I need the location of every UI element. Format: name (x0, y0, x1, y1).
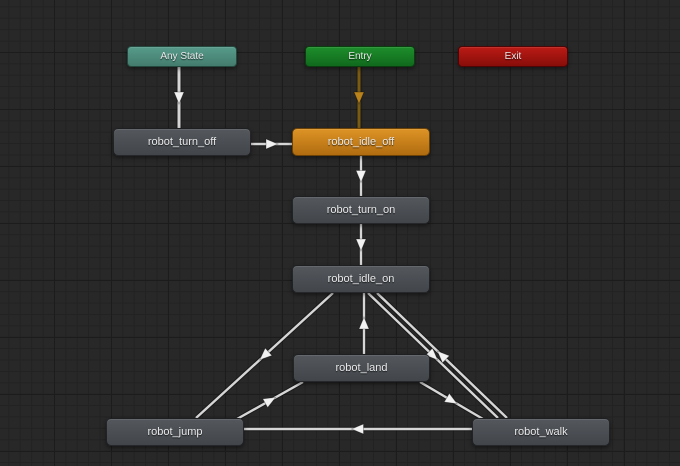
transition-arrowhead-icon (424, 347, 439, 361)
transition-robot_land-to-robot_idle_on[interactable] (358, 293, 370, 354)
transition-robot_land-to-robot_walk[interactable] (418, 380, 485, 421)
state-node-label: robot_land (335, 362, 388, 374)
transition-arrowhead-icon (355, 170, 367, 184)
state-node-label: robot_turn_on (326, 204, 396, 216)
transition-robot_turn_on-to-robot_idle_on[interactable] (355, 224, 367, 265)
transition-arrowhead-icon (173, 91, 185, 106)
transition-any_state-to-robot_turn_off[interactable] (173, 67, 185, 128)
state-node-label: robot_idle_on (327, 273, 395, 285)
transition-arrowhead-icon (258, 347, 273, 361)
state-node-entry[interactable]: Entry (305, 46, 415, 67)
transition-robot_idle_on-to-robot_jump[interactable] (194, 291, 335, 420)
state-node-robot_turn_on[interactable]: robot_turn_on (292, 196, 430, 224)
state-node-any_state[interactable]: Any State (127, 46, 237, 67)
state-node-label: robot_walk (514, 426, 568, 438)
transition-robot_walk-to-robot_jump[interactable] (244, 423, 472, 435)
transition-robot_idle_on-to-robot_walk[interactable] (366, 291, 500, 420)
state-node-label: robot_turn_off (147, 136, 217, 148)
state-node-label: Exit (504, 51, 522, 62)
transition-arrowhead-icon (358, 315, 370, 330)
state-node-label: robot_jump (147, 426, 203, 438)
transition-arrowhead-icon (443, 392, 459, 405)
transition-arrowhead-icon (353, 91, 365, 106)
transition-entry-to-robot_idle_off[interactable] (353, 67, 365, 128)
transition-arrowhead-icon (265, 138, 280, 150)
state-node-exit[interactable]: Exit (458, 46, 568, 67)
transition-arrowhead-icon (355, 238, 367, 253)
transition-robot_idle_off-to-robot_turn_on[interactable] (355, 156, 367, 196)
state-node-robot_walk[interactable]: robot_walk (472, 418, 610, 446)
transition-arrowhead-icon (436, 350, 451, 364)
state-node-robot_turn_off[interactable]: robot_turn_off (113, 128, 251, 156)
state-node-robot_idle_on[interactable]: robot_idle_on (292, 265, 430, 293)
transition-robot_walk-to-robot_idle_on[interactable] (375, 291, 509, 420)
state-node-label: robot_idle_off (327, 136, 395, 148)
state-node-robot_jump[interactable]: robot_jump (106, 418, 244, 446)
transition-robot_turn_off-to-robot_idle_off[interactable] (251, 138, 292, 150)
state-node-robot_idle_off[interactable]: robot_idle_off (292, 128, 430, 156)
state-node-label: Any State (160, 51, 204, 62)
transition-arrowhead-icon (350, 423, 364, 435)
transition-robot_jump-to-robot_land[interactable] (235, 380, 305, 421)
transition-arrowhead-icon (262, 396, 277, 409)
state-node-label: Entry (348, 51, 372, 62)
state-node-robot_land[interactable]: robot_land (293, 354, 430, 382)
